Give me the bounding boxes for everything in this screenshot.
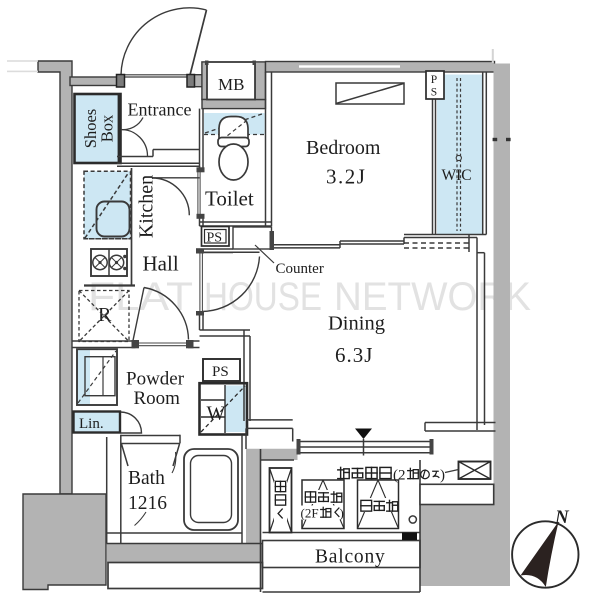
svg-text:): ): [440, 468, 445, 484]
svg-text:Shoes: Shoes: [81, 109, 100, 148]
svg-text:Kitchen: Kitchen: [136, 175, 158, 238]
svg-text:S: S: [431, 87, 437, 99]
svg-text:Lin.: Lin.: [79, 416, 104, 432]
svg-text:Toilet: Toilet: [205, 187, 254, 211]
svg-text:W: W: [207, 403, 226, 425]
svg-text:Bedroom: Bedroom: [306, 137, 381, 159]
svg-text:(2: (2: [393, 468, 406, 484]
svg-text:FLAT: FLAT: [88, 275, 193, 319]
svg-text:MB: MB: [218, 75, 244, 94]
svg-text:Hall: Hall: [143, 252, 179, 276]
svg-text:3.2J: 3.2J: [326, 165, 366, 189]
svg-text:N: N: [554, 507, 570, 528]
svg-text:WIC: WIC: [442, 167, 472, 184]
svg-text:Bath: Bath: [128, 468, 165, 489]
svg-text:Counter: Counter: [276, 261, 324, 277]
svg-text:PS: PS: [207, 231, 223, 246]
svg-text:1216: 1216: [128, 493, 167, 514]
svg-text:Room: Room: [134, 388, 181, 409]
svg-text:Dining: Dining: [328, 313, 385, 335]
svg-text:Powder: Powder: [126, 369, 185, 390]
svg-text:Box: Box: [98, 114, 117, 142]
svg-text:Entrance: Entrance: [128, 100, 192, 120]
svg-text:(2F: (2F: [301, 506, 319, 521]
svg-text:P: P: [431, 74, 437, 86]
svg-text:6.3J: 6.3J: [335, 343, 373, 367]
svg-text:): ): [340, 506, 344, 521]
svg-text:PS: PS: [212, 364, 229, 380]
svg-text:HOUSE: HOUSE: [204, 275, 322, 319]
svg-text:Balcony: Balcony: [315, 547, 386, 568]
